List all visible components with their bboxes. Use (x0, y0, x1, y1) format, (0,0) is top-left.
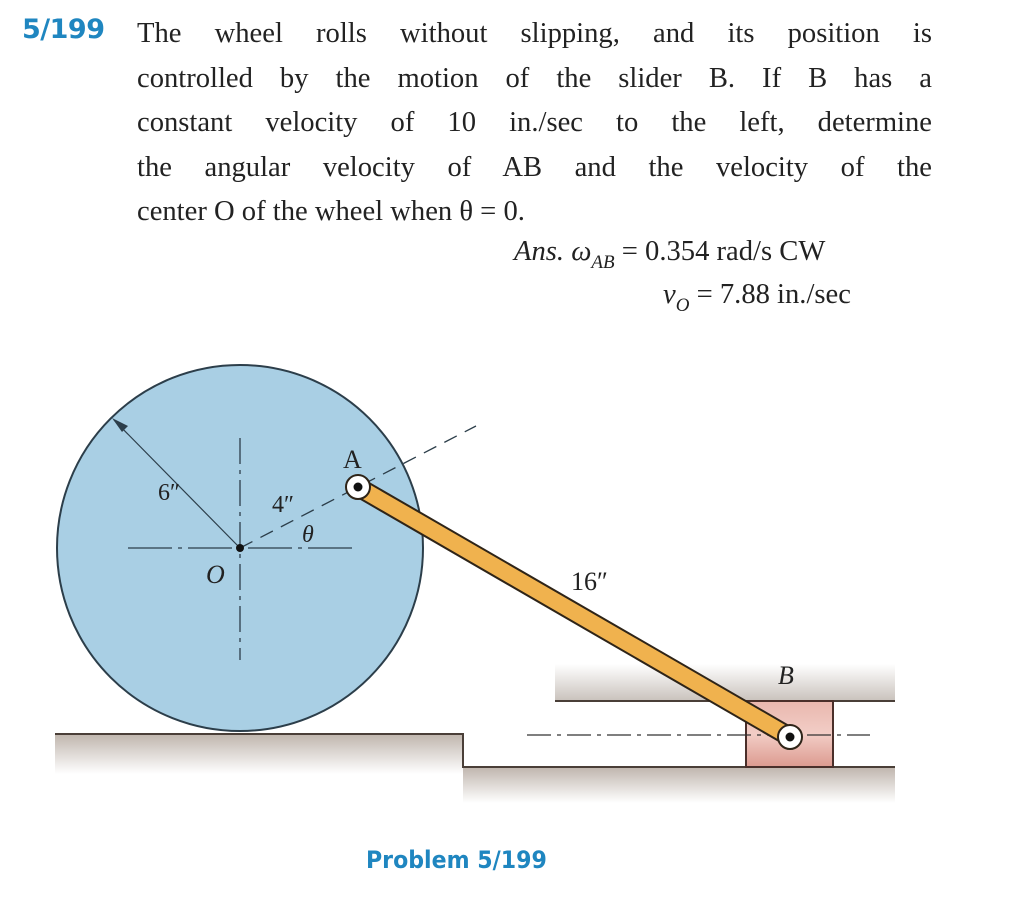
velocity-value: = 7.88 in./sec (696, 279, 851, 310)
label-a: A (343, 445, 362, 474)
statement-line-2: controlled by the motion of the slider B… (137, 62, 932, 94)
statement-line-4: the angular velocity of AB and the veloc… (137, 151, 932, 183)
label-radius-4: 4″ (272, 492, 294, 518)
omega-symbol: ω (571, 236, 592, 267)
pin-b (777, 724, 803, 750)
radius-arrow-icon (112, 418, 128, 432)
label-16: 16″ (571, 567, 608, 596)
ground (55, 733, 895, 803)
statement-line-1: The wheel rolls without slipping, and it… (137, 18, 932, 49)
statement-line-5: center O of the wheel when θ = 0. (137, 196, 525, 227)
label-theta: θ (302, 522, 314, 548)
velocity-symbol: v (663, 279, 676, 310)
answer-prefix: Ans. (514, 236, 565, 267)
answer-velocity: vO = 7.88 in./sec (663, 279, 851, 317)
link-ab (353, 480, 795, 744)
center-point-o (236, 544, 244, 552)
omega-subscript: AB (591, 252, 615, 273)
label-b: B (778, 661, 794, 690)
label-radius-6: 6″ (158, 480, 180, 506)
label-o: O (206, 560, 225, 589)
statement-line-3: constant velocity of 10 in./sec to the l… (137, 107, 932, 138)
answer-omega: Ans. ωAB = 0.354 rad/s CW (514, 236, 825, 274)
problem-number: 5/199 (22, 14, 105, 45)
figure-caption: Problem 5/199 (366, 846, 547, 874)
pin-a (345, 474, 371, 500)
radius-line (113, 419, 241, 549)
omega-value: = 0.354 rad/s CW (621, 236, 826, 267)
velocity-subscript: O (675, 295, 690, 316)
problem-statement: The wheel rolls without slipping, and it… (137, 12, 937, 235)
